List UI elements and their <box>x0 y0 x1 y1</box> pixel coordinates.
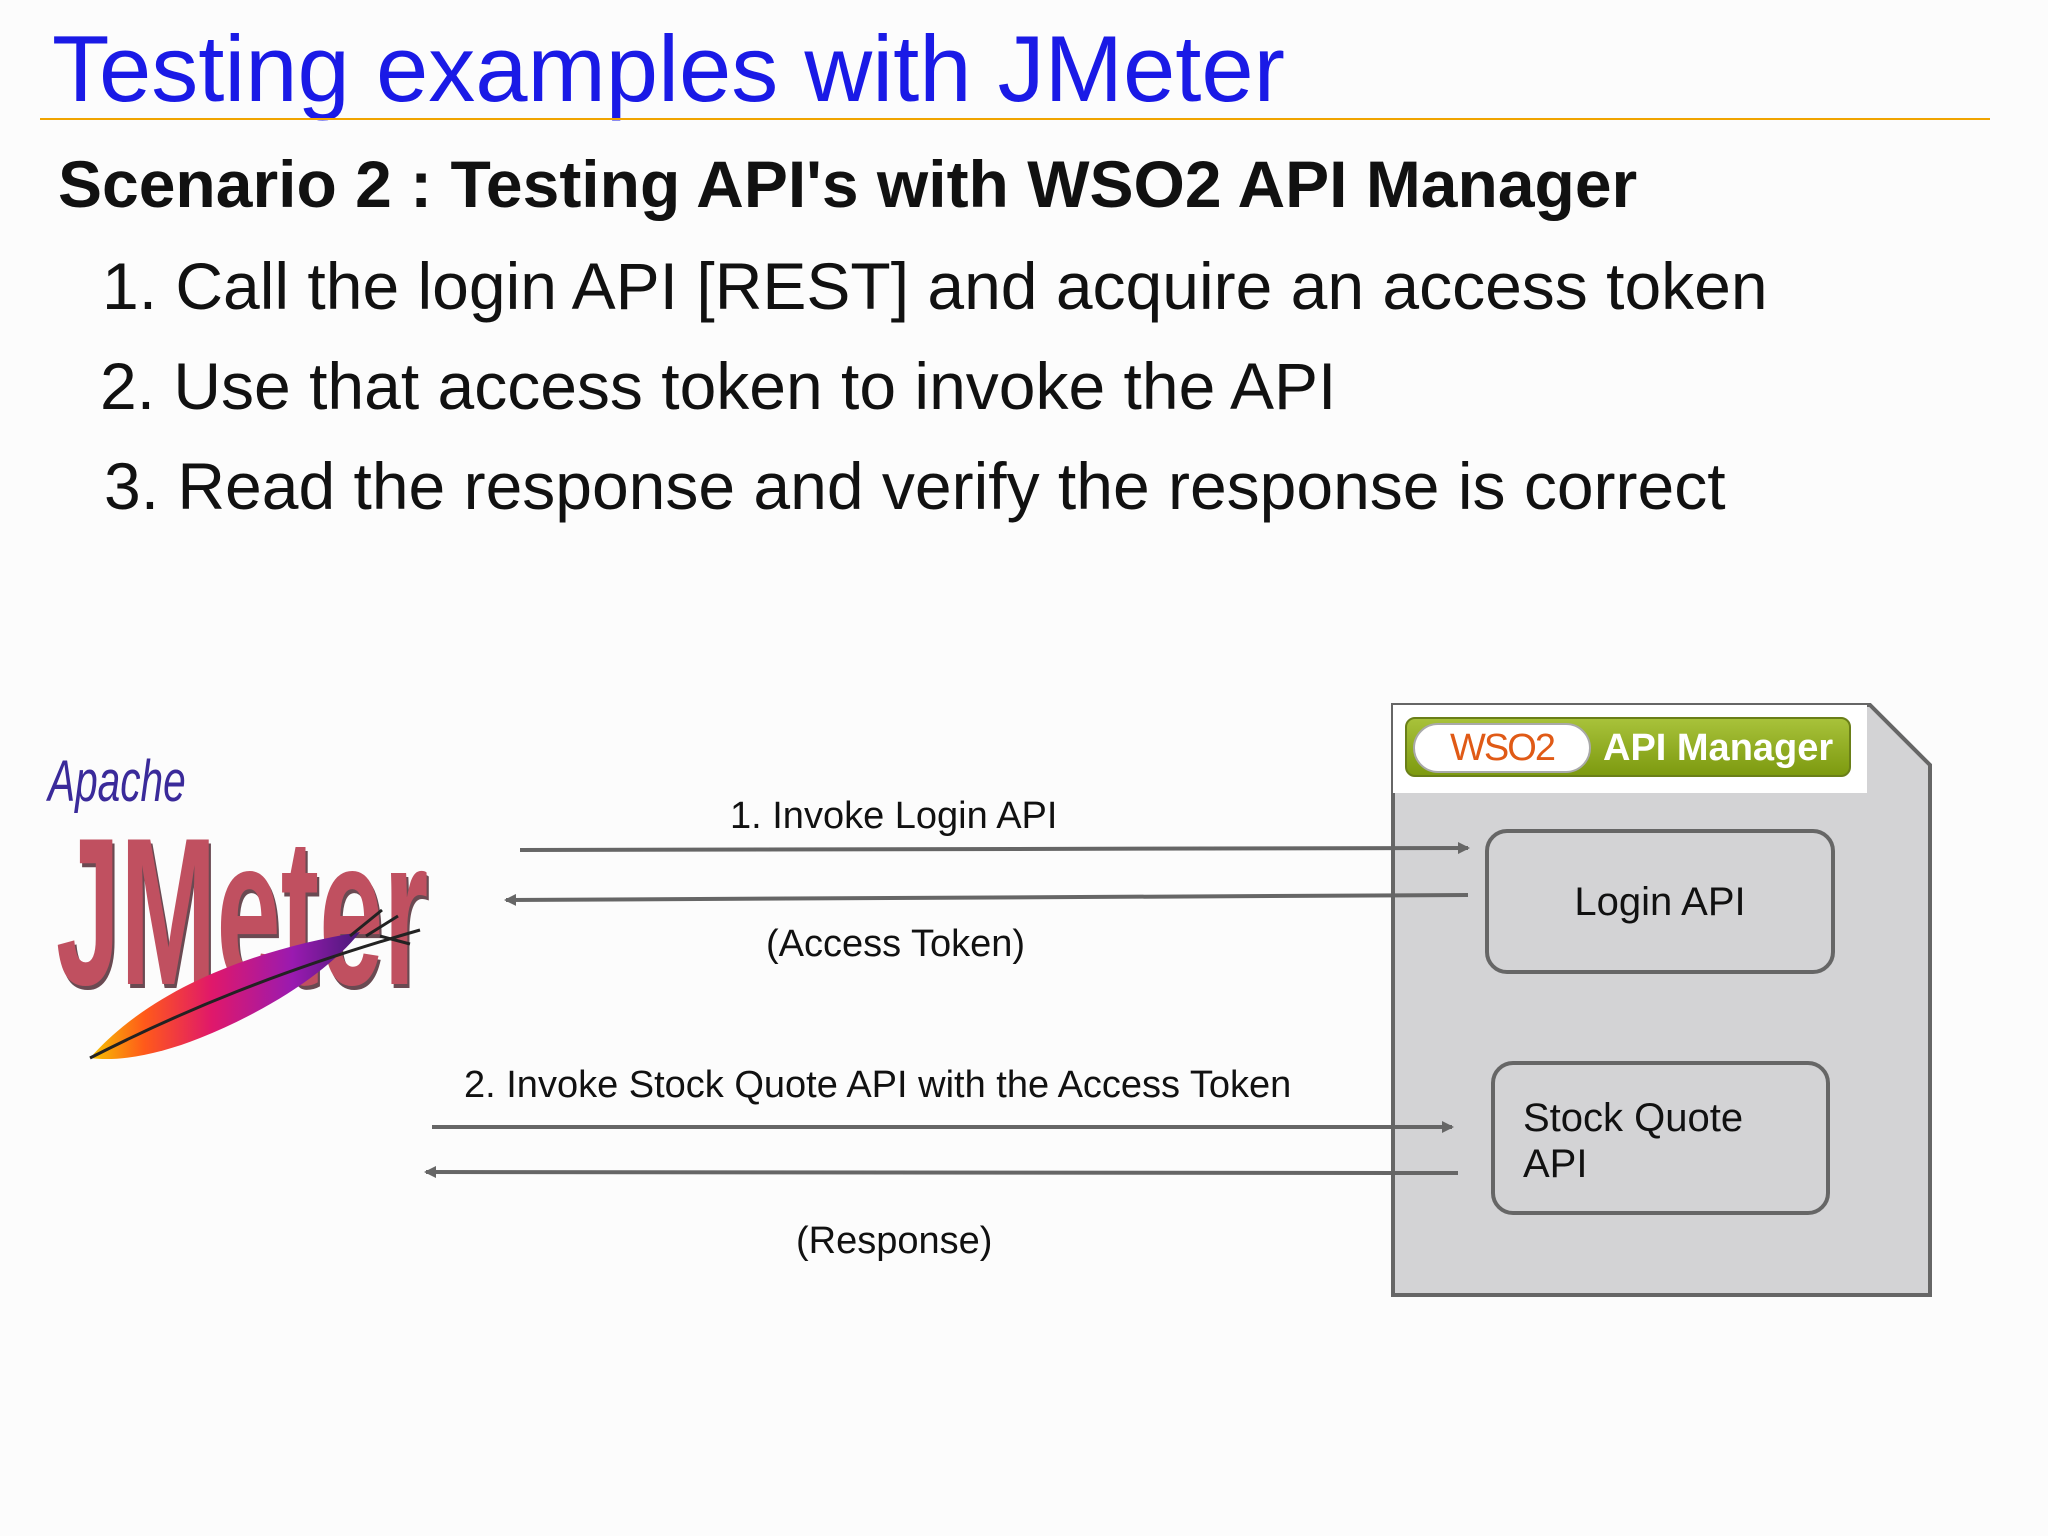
jmeter-logo-apache-text: Apache <box>48 749 186 814</box>
arrow-response <box>424 1166 1459 1179</box>
label-response: (Response) <box>796 1220 993 1262</box>
label-invoke-stock: 2. Invoke Stock Quote API with the Acces… <box>464 1064 1292 1106</box>
wso2-logo: WSO2 API Manager <box>1393 705 1867 793</box>
step-item-2: 2. Use that access token to invoke the A… <box>100 349 1337 423</box>
arrow-invoke-login <box>519 842 1470 855</box>
jmeter-feather-logo: Apache JMeter <box>30 740 450 1100</box>
stock-quote-label-line2: API <box>1523 1142 1588 1186</box>
stock-quote-api-box: Stock Quote API <box>1491 1061 1830 1215</box>
wso2-badge: WSO2 API Manager <box>1405 717 1851 777</box>
arrow-access-token <box>504 893 1469 906</box>
login-api-box: Login API <box>1485 829 1835 974</box>
wso2-brand-mark: WSO2 <box>1413 723 1591 773</box>
stock-quote-label-line1: Stock Quote <box>1523 1096 1744 1140</box>
login-api-label: Login API <box>1574 879 1746 924</box>
wso2-product-name: API Manager <box>1603 727 1834 769</box>
slide-title: Testing examples with JMeter <box>52 16 1285 121</box>
title-divider <box>40 118 1990 120</box>
step-item-3: 3. Read the response and verify the resp… <box>104 449 1726 523</box>
label-invoke-login: 1. Invoke Login API <box>730 795 1058 837</box>
label-access-token: (Access Token) <box>766 923 1026 965</box>
step-item-1: 1. Call the login API [REST] and acquire… <box>102 249 1768 323</box>
scenario-heading: Scenario 2 : Testing API's with WSO2 API… <box>58 147 1638 221</box>
feather-icon <box>89 908 421 1060</box>
